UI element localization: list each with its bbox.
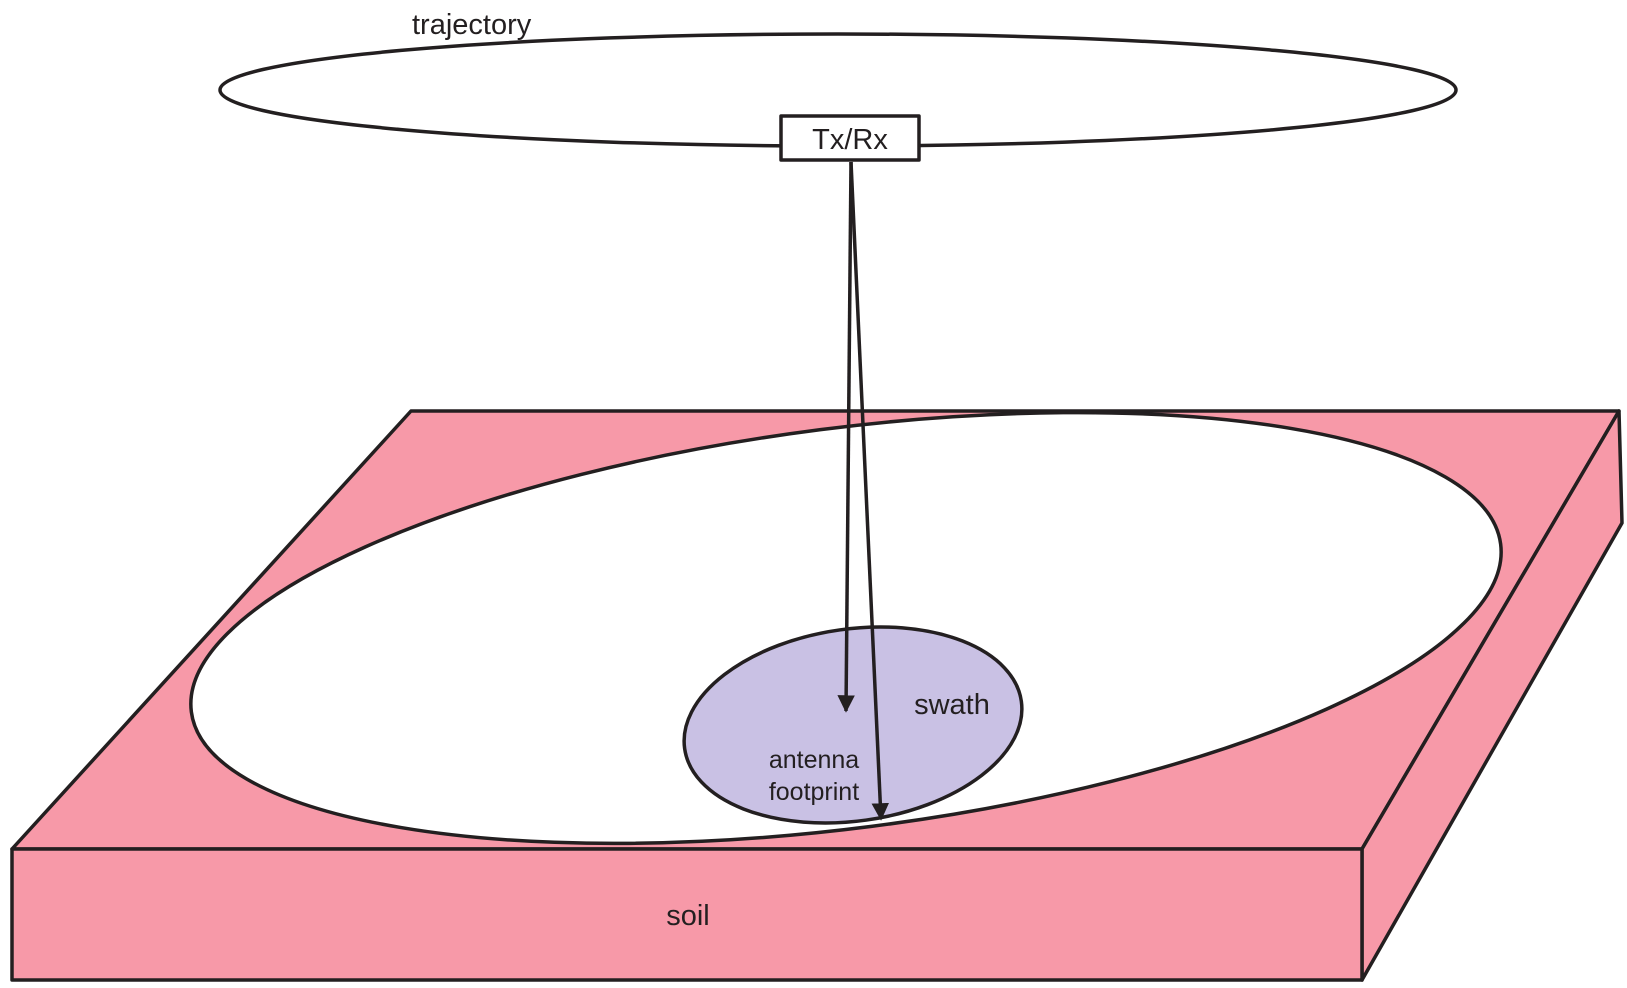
soil-label: soil bbox=[666, 900, 710, 932]
beam-arrow-near bbox=[837, 161, 855, 713]
txrx-label: Tx/Rx bbox=[812, 124, 888, 156]
swath-label: swath bbox=[914, 689, 990, 721]
txrx-box bbox=[779, 114, 921, 162]
antenna-footprint-ellipse bbox=[682, 625, 1024, 825]
soil-front-face bbox=[10, 847, 1364, 982]
antenna-footprint-label-line2: footprint bbox=[769, 778, 859, 806]
trajectory-label: trajectory bbox=[412, 9, 532, 41]
beam-arrow-far bbox=[849, 161, 890, 821]
antenna-footprint-label-line1: antenna bbox=[769, 746, 859, 774]
